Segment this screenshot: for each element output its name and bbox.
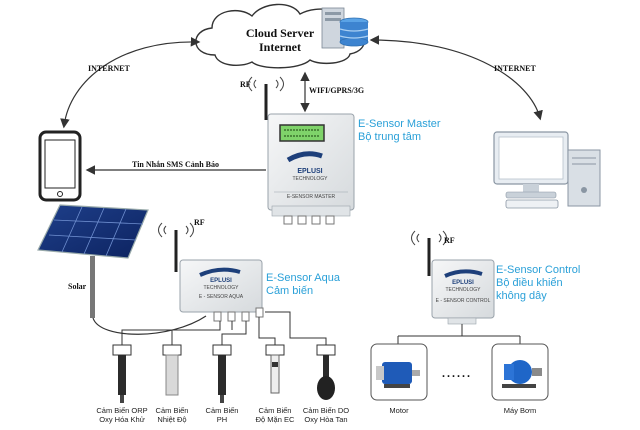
sensor-wiring — [121, 311, 327, 345]
pump-label: Máy Bơm — [503, 406, 537, 415]
sensor-1-line1: Cảm Biến — [155, 406, 189, 415]
sensor-0-line2: Oxy Hóa Khử — [99, 415, 145, 424]
do-probe-icon — [316, 344, 336, 400]
sensor-caption-do: Cảm Biến DO Oxy Hòa Tan — [294, 406, 358, 424]
control-subtitle1: Bộ điều khiển — [496, 277, 563, 289]
sensor-caption-ec: Cảm Biến Độ Mặn EC — [243, 406, 307, 424]
sensor-3-line2: Độ Mặn EC — [255, 415, 295, 424]
motor-label: Motor — [389, 406, 409, 415]
desktop-computer-icon — [493, 131, 601, 209]
control-wiring — [397, 324, 521, 344]
cloud-server-label: Cloud Server Internet — [230, 26, 330, 54]
sensor-caption-temperature: Cảm Biến Nhiệt Độ — [140, 406, 204, 424]
master-model: E-SENSOR MASTER — [286, 194, 336, 200]
control-device — [411, 230, 495, 325]
sensor-0-line1: Cảm Biến ORP — [96, 406, 148, 415]
master-title: E-Sensor Master — [358, 118, 441, 130]
aqua-tag: TECHNOLOGY — [203, 285, 239, 291]
aqua-subtitle: Cảm biến — [266, 285, 314, 297]
sensor-probes — [112, 344, 336, 403]
smartphone-icon — [38, 130, 82, 202]
master-brand: EPLUSI — [297, 168, 323, 175]
sensor-caption-orp: Cảm Biến ORP Oxy Hóa Khử — [90, 406, 154, 424]
solar-panel-icon — [37, 204, 149, 318]
server-database-icon — [321, 7, 369, 49]
sms-label: Tin Nhắn SMS Cảnh Báo — [132, 160, 219, 169]
master-title-block: E-Sensor Master Bộ trung tâm — [358, 118, 441, 144]
sensor-2-line2: PH — [216, 415, 228, 424]
aqua-device — [158, 222, 264, 322]
pump-icon — [491, 343, 549, 401]
ph-probe-icon — [212, 344, 232, 403]
solar-cable — [92, 315, 207, 335]
cloud-line2: Internet — [259, 40, 301, 54]
ec-probe-icon — [265, 344, 285, 394]
master-tag: TECHNOLOGY — [292, 176, 328, 182]
sensor-caption-ph: Cảm Biến PH — [190, 406, 254, 424]
rf-master-label: RF — [240, 80, 251, 89]
cloud-line1: Cloud Server — [245, 26, 315, 40]
internet-right-label: INTERNET — [494, 64, 536, 73]
control-tag: TECHNOLOGY — [445, 287, 481, 293]
temperature-probe-icon — [162, 344, 182, 396]
master-subtitle: Bộ trung tâm — [358, 131, 421, 143]
control-title: E-Sensor Control — [496, 264, 581, 276]
aqua-brand: EPLUSI — [210, 278, 232, 284]
aqua-title: E-Sensor Aqua — [266, 272, 340, 284]
control-model: E - SENSOR CONTROL — [435, 298, 491, 304]
internet-link-left — [60, 37, 201, 129]
orp-probe-icon — [112, 344, 132, 403]
internet-left-label: INTERNET — [88, 64, 130, 73]
aqua-title-block: E-Sensor Aqua Cảm biến — [266, 272, 340, 298]
rf-control-label: RF — [444, 236, 455, 245]
ellipsis-label: ...... — [442, 366, 472, 380]
sensor-4-line2: Oxy Hòa Tan — [304, 415, 348, 424]
sensor-2-line1: Cảm Biến — [205, 406, 239, 415]
wifi-label: WIFI/GPRS/3G — [309, 86, 365, 95]
sensor-3-line1: Cảm Biến — [258, 406, 292, 415]
sensor-4-line1: Cảm Biến DO — [302, 406, 350, 415]
rf-aqua-label: RF — [194, 218, 205, 227]
control-title-block: E-Sensor Control Bộ điều khiển không dây — [496, 264, 580, 303]
sensor-1-line2: Nhiệt Độ — [157, 415, 187, 424]
aqua-model: E - SENSOR AQUA — [198, 294, 244, 300]
control-brand: EPLUSI — [452, 280, 474, 286]
solar-label: Solar — [68, 282, 87, 291]
master-device — [248, 76, 355, 225]
motor-icon — [370, 343, 428, 401]
control-subtitle2: không dây — [496, 290, 547, 302]
internet-link-right — [369, 35, 543, 121]
